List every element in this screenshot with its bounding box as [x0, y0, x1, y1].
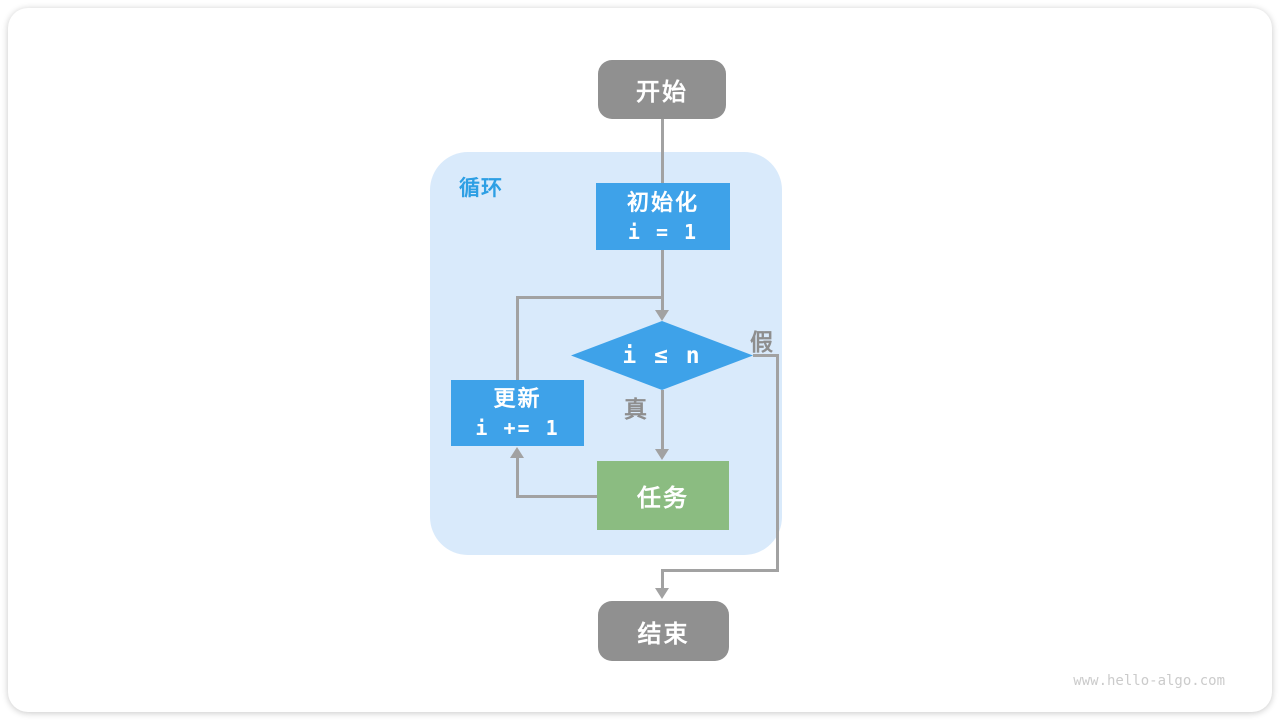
edge-task-to-update-horizontal: [516, 495, 598, 498]
node-update-title: 更新: [493, 386, 542, 411]
arrowhead-into-end: [655, 588, 669, 599]
edge-false-branch-bottom: [661, 569, 779, 572]
node-update: 更新 i += 1: [451, 380, 584, 446]
watermark: www.hello-algo.com: [1073, 673, 1225, 689]
node-init: 初始化 i = 1: [596, 183, 730, 250]
edge-update-feedback-horizontal: [516, 296, 664, 299]
node-end: 结束: [598, 601, 729, 661]
branch-label-false: 假: [750, 329, 774, 355]
node-start: 开始: [598, 60, 726, 119]
branch-label-true: 真: [624, 396, 648, 422]
edge-into-end: [661, 569, 664, 591]
diagram-card: 循环 开始 初始化 i = 1 i ≤ n 更新 i +: [8, 8, 1272, 712]
edge-start-to-init: [661, 119, 664, 185]
node-end-label: 结束: [637, 620, 690, 648]
node-task: 任务: [597, 461, 729, 530]
edge-false-branch-vertical: [776, 354, 779, 572]
node-start-label: 开始: [636, 79, 688, 106]
edge-update-feedback-vertical: [516, 296, 519, 380]
node-condition-label: i ≤ n: [622, 342, 702, 369]
edge-init-to-condition: [661, 250, 664, 312]
arrowhead-into-task: [655, 449, 669, 460]
edge-task-to-update-vertical: [516, 454, 519, 498]
node-init-code: i = 1: [627, 219, 699, 244]
arrowhead-into-update: [510, 447, 524, 458]
node-update-code: i += 1: [475, 416, 560, 440]
node-init-title: 初始化: [626, 189, 699, 215]
edge-false-branch-horizontal: [753, 354, 779, 357]
node-task-label: 任务: [637, 485, 689, 512]
arrowhead-into-condition: [655, 310, 669, 321]
edge-true-branch: [661, 390, 664, 451]
loop-label: 循环: [459, 177, 503, 200]
